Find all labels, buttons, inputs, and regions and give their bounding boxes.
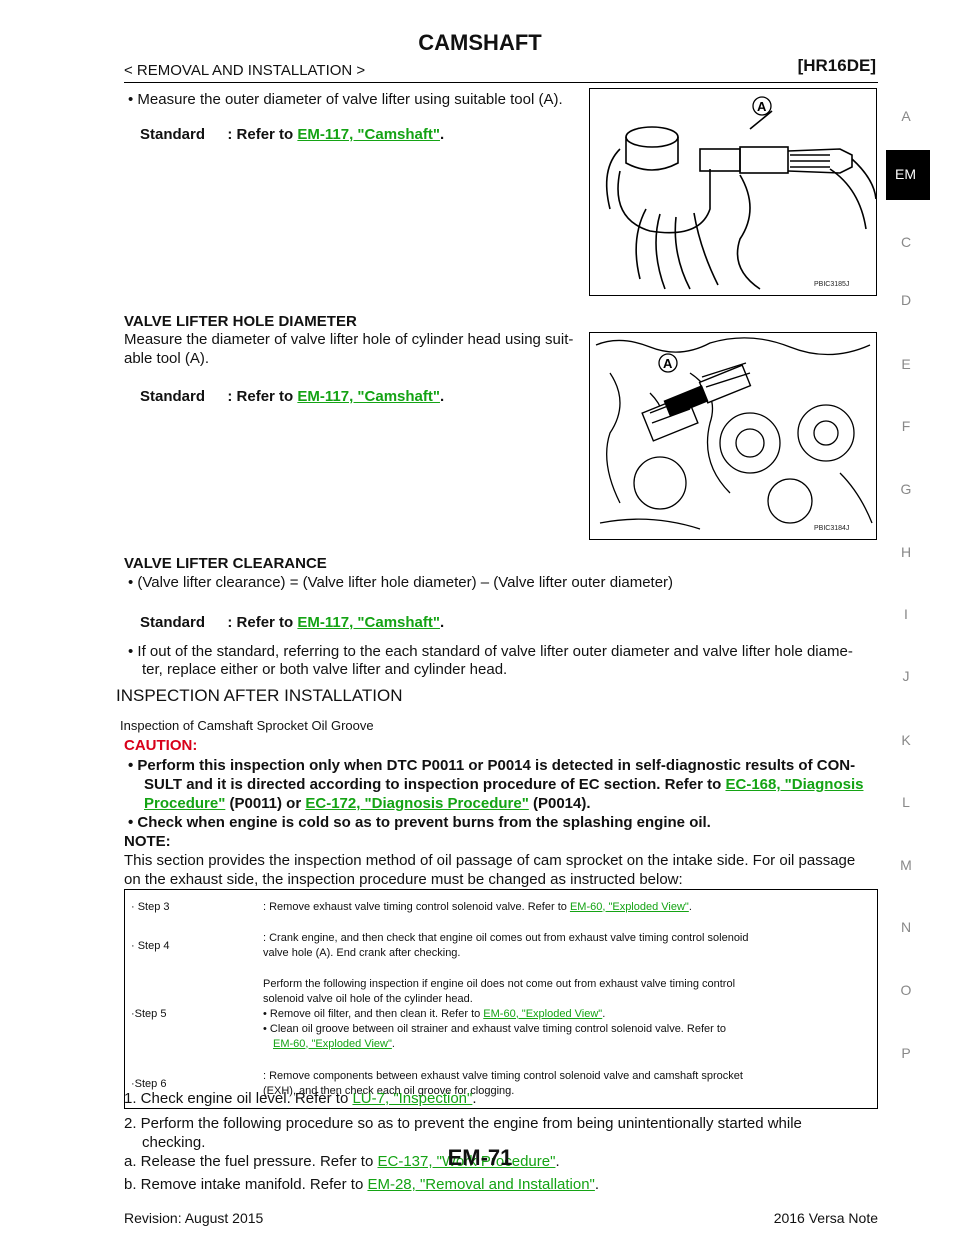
step-label: · Step 3 bbox=[131, 900, 170, 913]
breadcrumb: < REMOVAL AND INSTALLATION > bbox=[124, 62, 366, 79]
step-text: : Crank engine, and then check that engi… bbox=[263, 932, 749, 959]
em-28-link[interactable]: EM-28, "Removal and Installation" bbox=[367, 1176, 595, 1193]
ec-137-link[interactable]: EC-137, "Work Procedure" bbox=[377, 1153, 556, 1170]
page-number: EM-71 bbox=[447, 1145, 513, 1170]
caution-item-1a: • Perform this inspection only when DTC … bbox=[128, 757, 856, 774]
side-tab-em-label: EM bbox=[895, 166, 916, 182]
note-text-1: This section provides the inspection met… bbox=[124, 852, 856, 869]
section-heading-hole: VALVE LIFTER HOLE DIAMETER bbox=[124, 313, 357, 330]
em-60-link[interactable]: EM-60, "Exploded View" bbox=[483, 1007, 603, 1020]
camshaft-link[interactable]: EM-117, "Camshaft" bbox=[297, 614, 440, 631]
table-row: · Step 4 : Crank engine, and then check … bbox=[125, 924, 878, 968]
table-row: ·Step 5 Perform the following inspection… bbox=[125, 968, 878, 1060]
procedure-step-a: a. Release the fuel pressure. Refer to E… bbox=[124, 1153, 560, 1170]
outer-diameter-text: • Measure the outer diameter of valve li… bbox=[128, 91, 563, 108]
section-heading-after: INSPECTION AFTER INSTALLATION bbox=[116, 686, 403, 705]
hole-text-1: Measure the diameter of valve lifter hol… bbox=[124, 331, 574, 348]
step-label: · Step 4 bbox=[131, 939, 170, 952]
standard-label: Standard bbox=[140, 126, 206, 143]
caution-label: CAUTION: bbox=[124, 737, 198, 754]
step-label: ·Step 5 bbox=[131, 1007, 167, 1020]
callout-a: A bbox=[757, 99, 767, 114]
section-heading-clearance: VALVE LIFTER CLEARANCE bbox=[124, 555, 327, 572]
figure-code: PBIC3184J bbox=[814, 525, 850, 532]
side-tab-k[interactable]: K bbox=[901, 732, 911, 748]
out-of-standard-text-1: • If out of the standard, referring to t… bbox=[128, 643, 853, 660]
standard-row-2: Standard : Refer to EM-117, "Camshaft". bbox=[140, 388, 445, 405]
side-tab-o[interactable]: O bbox=[900, 982, 912, 998]
callout-a: A bbox=[663, 356, 673, 371]
side-tab-l[interactable]: L bbox=[902, 794, 910, 810]
side-tab-f[interactable]: F bbox=[901, 418, 911, 434]
procedure-step-b: b. Remove intake manifold. Refer to EM-2… bbox=[124, 1176, 600, 1193]
side-tab-a[interactable]: A bbox=[901, 108, 911, 124]
side-tab-h[interactable]: H bbox=[900, 544, 912, 560]
page-title: CAMSHAFT bbox=[418, 30, 542, 55]
side-tab-m[interactable]: M bbox=[900, 857, 912, 873]
engine-code: [HR16DE] bbox=[797, 56, 876, 75]
figure-lifter-measure: A PBIC3185J bbox=[589, 88, 877, 296]
note-label: NOTE: bbox=[124, 833, 171, 850]
camshaft-link[interactable]: EM-117, "Camshaft" bbox=[297, 126, 440, 143]
side-tab-n[interactable]: N bbox=[900, 919, 912, 935]
side-tab-j[interactable]: J bbox=[902, 668, 910, 684]
side-tab-d[interactable]: D bbox=[900, 292, 912, 308]
header-divider bbox=[124, 82, 878, 83]
em-60-link[interactable]: EM-60, "Exploded View" bbox=[273, 1037, 392, 1050]
procedure-step-2a: 2. Perform the following procedure so as… bbox=[124, 1115, 802, 1132]
step-text: : Remove components between exhaust valv… bbox=[263, 1070, 743, 1097]
side-tab-em[interactable]: EM bbox=[886, 150, 930, 200]
side-tab-g[interactable]: G bbox=[900, 481, 912, 497]
standard-row-3: Standard : Refer to EM-117, "Camshaft". bbox=[140, 614, 445, 631]
lu-7-link[interactable]: LU-7, "Inspection" bbox=[352, 1090, 473, 1107]
table-row: · Step 3 : Remove exhaust valve timing c… bbox=[125, 890, 878, 925]
side-tab-p[interactable]: P bbox=[901, 1045, 911, 1061]
model-name: 2016 Versa Note bbox=[773, 1210, 878, 1226]
standard-prefix: : Refer to bbox=[227, 126, 298, 143]
camshaft-link[interactable]: EM-117, "Camshaft" bbox=[297, 388, 440, 405]
cylinder-head-illustration: A bbox=[595, 337, 873, 530]
clearance-formula: • (Valve lifter clearance) = (Valve lift… bbox=[128, 574, 674, 591]
revision-date: Revision: August 2015 bbox=[124, 1210, 264, 1226]
procedure-step-1: 1. Check engine oil level. Refer to LU-7… bbox=[124, 1090, 477, 1107]
out-of-standard-text-2: ter, replace either or both valve lifter… bbox=[142, 661, 508, 678]
table-row: ·Step 6 : Remove components between exha… bbox=[125, 1060, 878, 1109]
ec-168-link-cont[interactable]: Procedure" bbox=[144, 795, 226, 812]
side-tab-i[interactable]: I bbox=[904, 606, 908, 622]
callout-a-circle bbox=[658, 353, 678, 373]
hole-text-2: able tool (A). bbox=[124, 350, 210, 367]
micrometer-illustration: A bbox=[605, 96, 877, 290]
side-tab-e[interactable]: E bbox=[901, 356, 911, 372]
standard-row-1: Standard : Refer to EM-117, "Camshaft". bbox=[140, 126, 445, 143]
step-label: ·Step 6 bbox=[131, 1077, 167, 1090]
ec-172-link[interactable]: EC-172, "Diagnosis Procedure" bbox=[305, 795, 529, 812]
figure-hole-measure: A PBIC3184J bbox=[589, 332, 877, 540]
note-text-2: on the exhaust side, the inspection proc… bbox=[124, 871, 683, 888]
subsection-heading: Inspection of Camshaft Sprocket Oil Groo… bbox=[120, 718, 374, 733]
caution-item-2: • Check when engine is cold so as to pre… bbox=[128, 814, 711, 831]
figure-code: PBIC3185J bbox=[814, 281, 850, 288]
ec-168-link[interactable]: EC-168, "Diagnosis bbox=[725, 776, 864, 793]
em-60-link[interactable]: EM-60, "Exploded View" bbox=[569, 900, 689, 913]
exhaust-steps-table: · Step 3 : Remove exhaust valve timing c… bbox=[124, 889, 878, 1109]
step-text: Perform the following inspection if engi… bbox=[263, 977, 736, 1050]
caution-item-1b: SULT and it is directed according to ins… bbox=[144, 776, 864, 793]
caution-item-1c: Procedure" (P0011) or EC-172, "Diagnosis… bbox=[144, 795, 591, 812]
procedure-step-2b: checking. bbox=[142, 1134, 206, 1151]
callout-a-circle bbox=[752, 96, 772, 116]
step-text: : Remove exhaust valve timing control so… bbox=[263, 900, 692, 913]
side-tab-c[interactable]: C bbox=[900, 234, 912, 250]
